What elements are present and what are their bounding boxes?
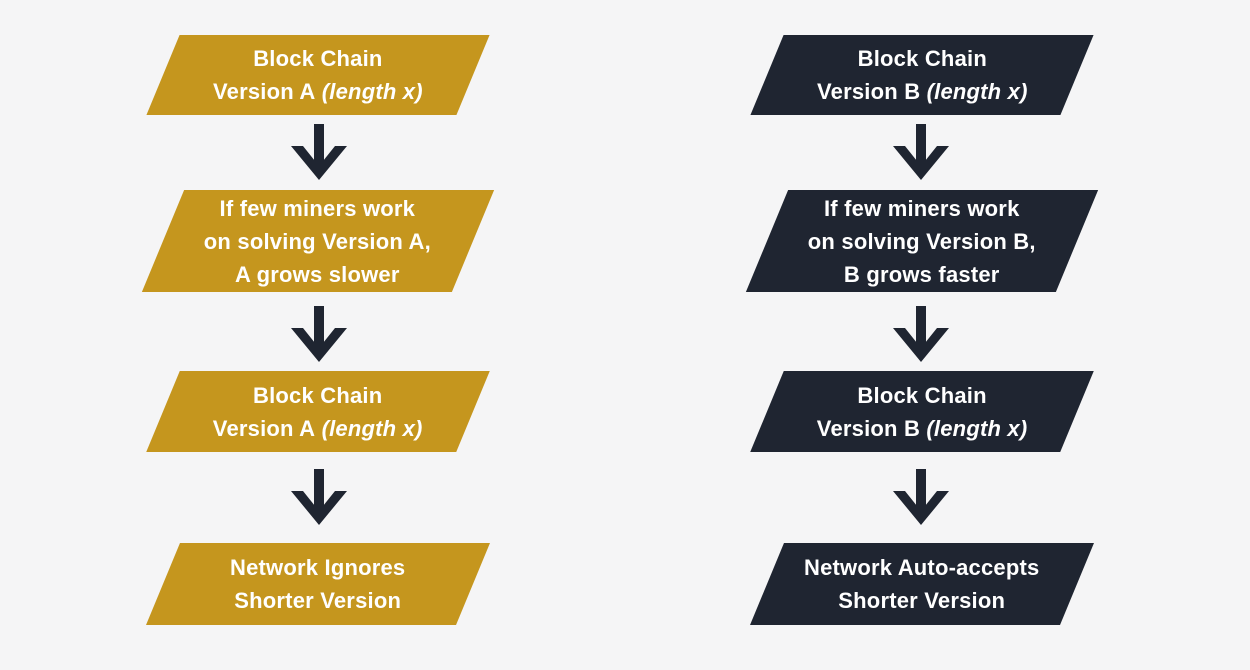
step-box-a1-blockchain-version-a: Block Chain Version A (length x) bbox=[146, 35, 490, 115]
down-arrow-icon bbox=[893, 306, 949, 362]
step-box-b4-network-auto-accepts: Network Auto-accepts Shorter Version bbox=[750, 543, 1094, 625]
step-text: Network Auto-accepts Shorter Version bbox=[804, 555, 1040, 613]
step-box-b3-blockchain-version-b: Block Chain Version B (length x) bbox=[750, 371, 1094, 452]
down-arrow-icon bbox=[893, 469, 949, 525]
step-box-b2-few-miners: If few miners work on solving Version B,… bbox=[745, 190, 1099, 292]
step-text: If few miners work on solving Version A,… bbox=[204, 195, 432, 287]
down-arrow-icon bbox=[291, 469, 347, 525]
step-box-a3-blockchain-version-a: Block Chain Version A (length x) bbox=[146, 371, 490, 452]
step-text: Network Ignores Shorter Version bbox=[230, 555, 406, 613]
step-box-b1-blockchain-version-b: Block Chain Version B (length x) bbox=[750, 35, 1094, 115]
down-arrow-icon bbox=[291, 306, 347, 362]
step-box-a2-few-miners: If few miners work on solving Version A,… bbox=[141, 190, 495, 292]
step-text: If few miners work on solving Version B,… bbox=[808, 195, 1036, 287]
step-box-a4-network-ignores: Network Ignores Shorter Version bbox=[146, 543, 490, 625]
step-text: Block Chain Version B (length x) bbox=[816, 382, 1028, 441]
step-text: Block Chain Version A (length x) bbox=[213, 382, 423, 441]
down-arrow-icon bbox=[291, 124, 347, 180]
step-text: Block Chain Version B (length x) bbox=[816, 46, 1028, 104]
step-text: Block Chain Version A (length x) bbox=[213, 46, 423, 104]
down-arrow-icon bbox=[893, 124, 949, 180]
